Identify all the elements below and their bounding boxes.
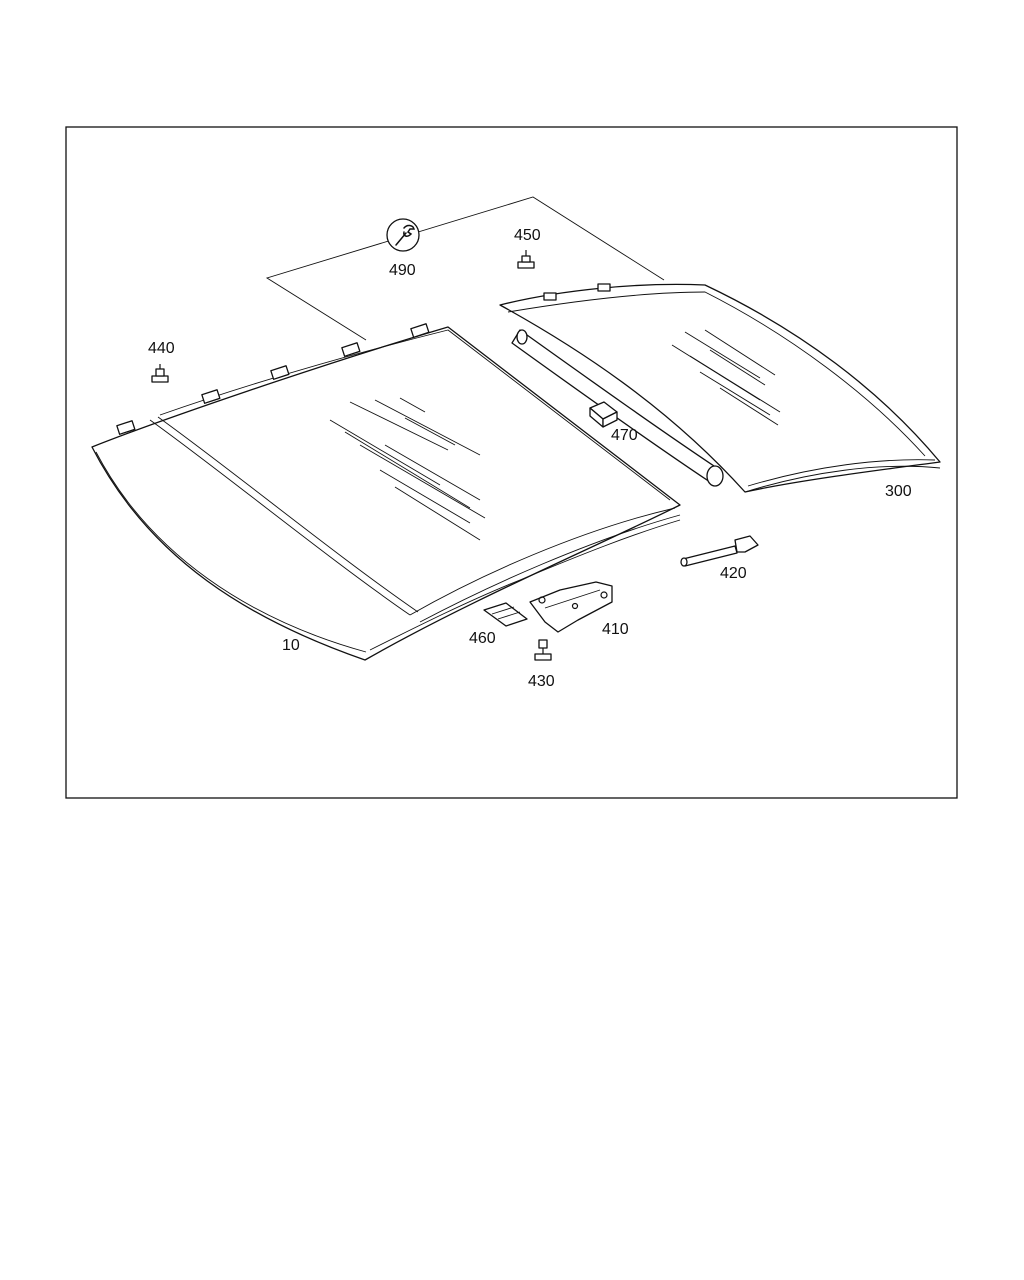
- label-420: 420: [720, 565, 747, 582]
- spacer-block: [589, 401, 618, 428]
- wrench-icon: [386, 218, 420, 252]
- label-10: 10: [282, 637, 300, 654]
- label-410: 410: [602, 621, 629, 638]
- bolt-440: [151, 364, 169, 383]
- bolt-430: [534, 639, 552, 661]
- diagram-frame: [65, 126, 958, 799]
- label-470: 470: [611, 427, 638, 444]
- label-300: 300: [885, 483, 912, 500]
- roof-glass-rear: [499, 283, 941, 493]
- pin-420: [680, 535, 759, 567]
- label-440: 440: [148, 340, 175, 357]
- roof-glass-front: [91, 323, 681, 661]
- clip-460: [483, 602, 528, 627]
- label-430: 430: [528, 673, 555, 690]
- label-460: 460: [469, 630, 496, 647]
- bracket-410: [529, 581, 613, 633]
- label-450: 450: [514, 227, 541, 244]
- bolt-450: [517, 250, 535, 269]
- label-490: 490: [389, 262, 416, 279]
